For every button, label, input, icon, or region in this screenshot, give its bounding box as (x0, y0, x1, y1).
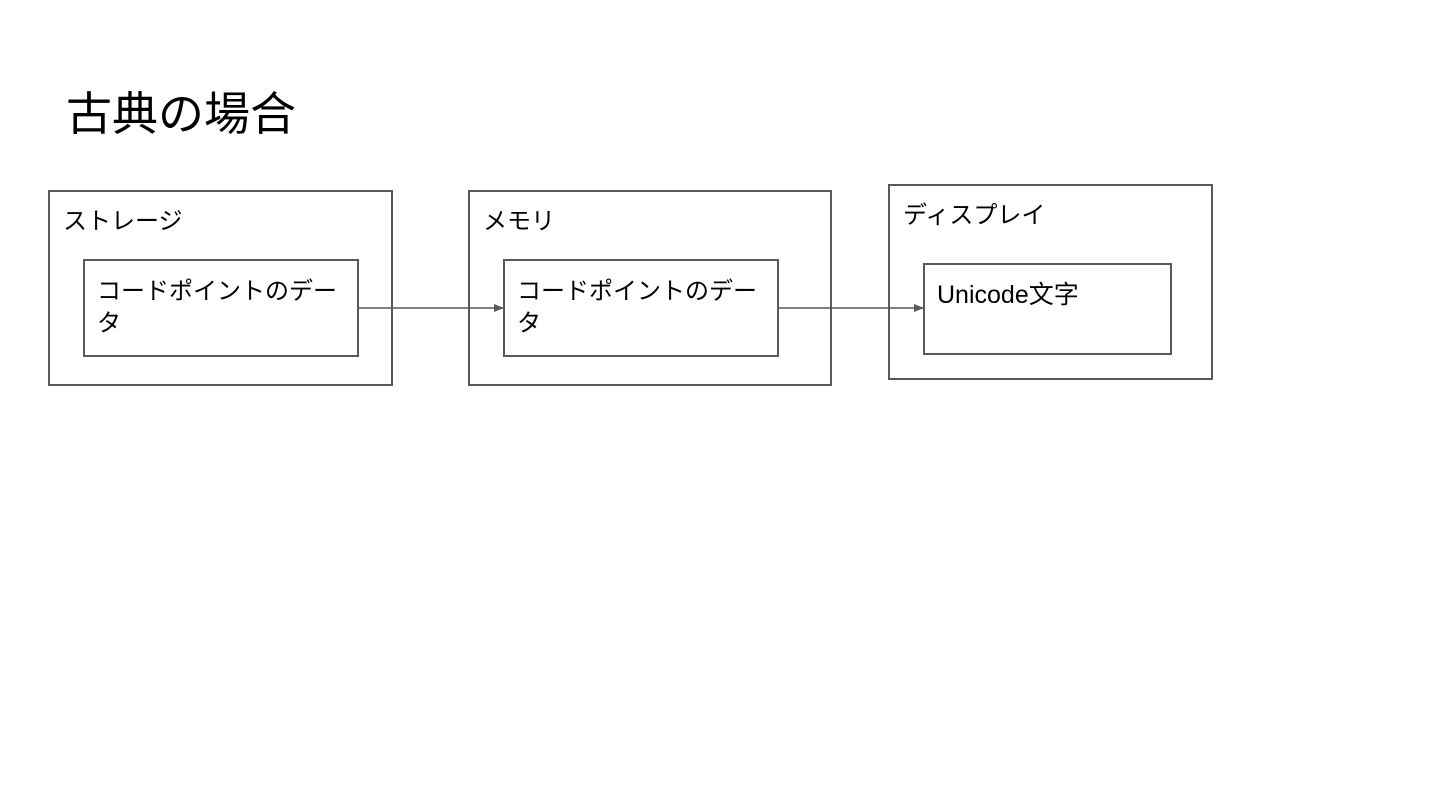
display-content-text: Unicode文字 (937, 281, 1079, 309)
display-label: ディスプレイ (903, 201, 1046, 229)
storage-content-text: コードポイントのデータ (97, 277, 337, 337)
memory-content-text: コードポイントのデータ (517, 277, 757, 337)
slide-title: 古典の場合 (66, 87, 296, 141)
display-content-box: Unicode文字 (923, 263, 1172, 355)
display-box: ディスプレイ Unicode文字 (888, 184, 1213, 380)
memory-box: メモリ コードポイントのデータ (468, 190, 832, 386)
storage-box: ストレージ コードポイントのデータ (48, 190, 393, 386)
memory-content-box: コードポイントのデータ (503, 259, 779, 357)
memory-label: メモリ (483, 207, 555, 235)
storage-label: ストレージ (63, 207, 183, 235)
storage-content-box: コードポイントのデータ (83, 259, 359, 357)
